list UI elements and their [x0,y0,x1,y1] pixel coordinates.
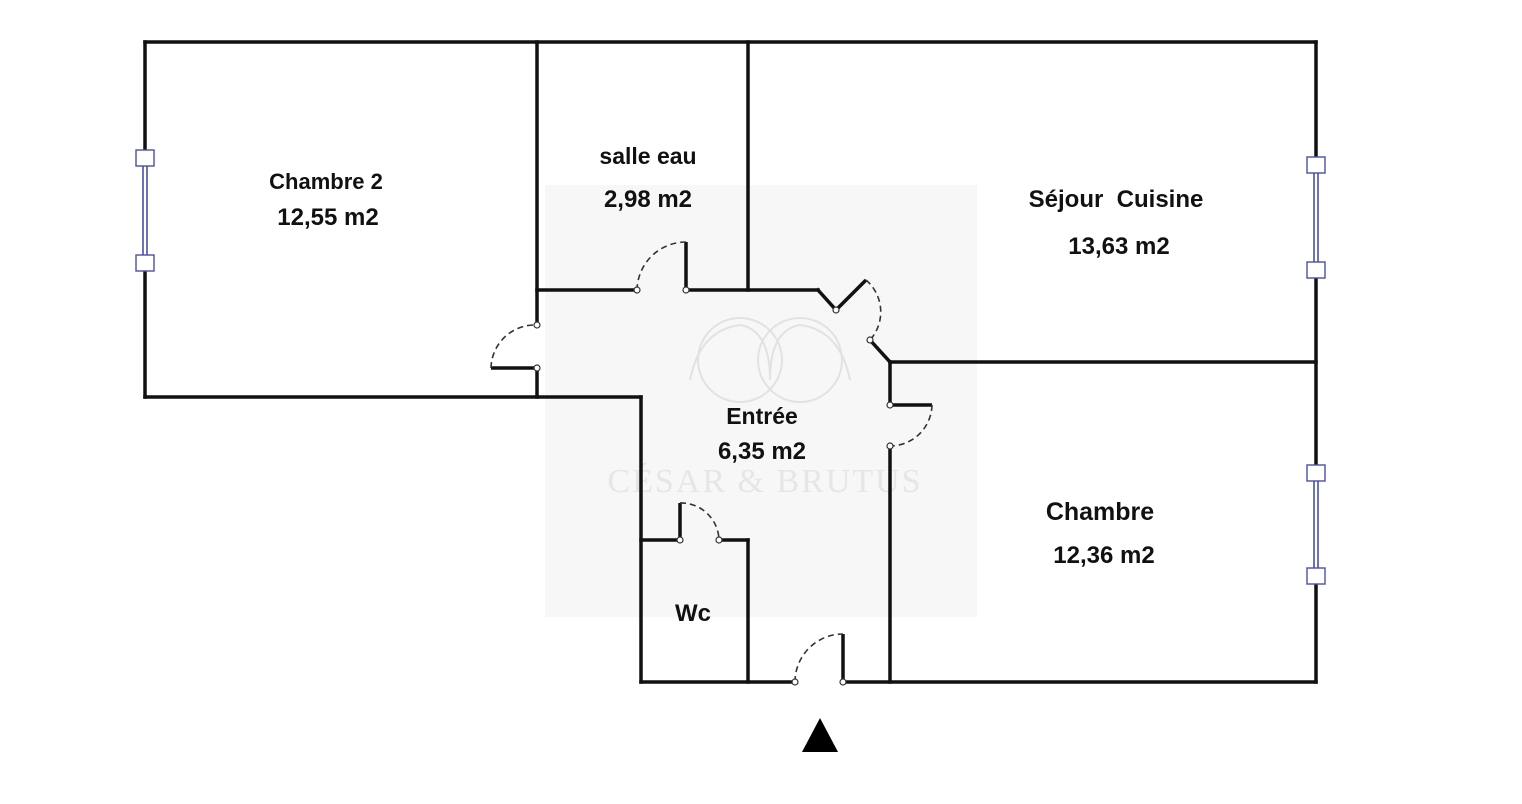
room-area-sejour-cuisine: 13,63 m2 [1068,233,1169,260]
walls [143,40,1318,684]
door-salle-eau [633,241,690,294]
door-wc [676,502,723,544]
window-sejour [1306,156,1326,279]
room-name-entree: Entrée [726,403,798,429]
room-name-salle-eau: salle eau [599,143,696,169]
door-sejour [832,278,882,344]
door-entrance [791,633,847,686]
doors [490,241,933,686]
room-area-chambre-2: 12,55 m2 [277,204,378,231]
watermark-text: CÉSAR & BRUTUS [607,463,922,500]
room-name-wc: Wc [675,600,711,627]
lion-head-logo [689,317,851,403]
room-name-chambre: Chambre [1046,498,1154,526]
room-labels: Chambre 2 12,55 m2 salle eau 2,98 m2 Séj… [269,143,1203,627]
windows [135,149,1326,585]
window-chambre-2 [135,149,155,272]
door-chambre-2 [490,321,541,372]
room-area-entree: 6,35 m2 [718,438,806,465]
room-name-sejour-cuisine: Séjour Cuisine [1029,186,1204,213]
watermark: CÉSAR & BRUTUS [545,185,977,617]
room-name-chambre-2: Chambre 2 [269,169,383,194]
door-chambre [886,401,933,450]
room-area-chambre: 12,36 m2 [1053,542,1154,569]
room-area-salle-eau: 2,98 m2 [604,186,692,213]
window-chambre [1306,464,1326,585]
entrance-arrow-icon [802,718,838,752]
watermark-background [545,185,977,617]
